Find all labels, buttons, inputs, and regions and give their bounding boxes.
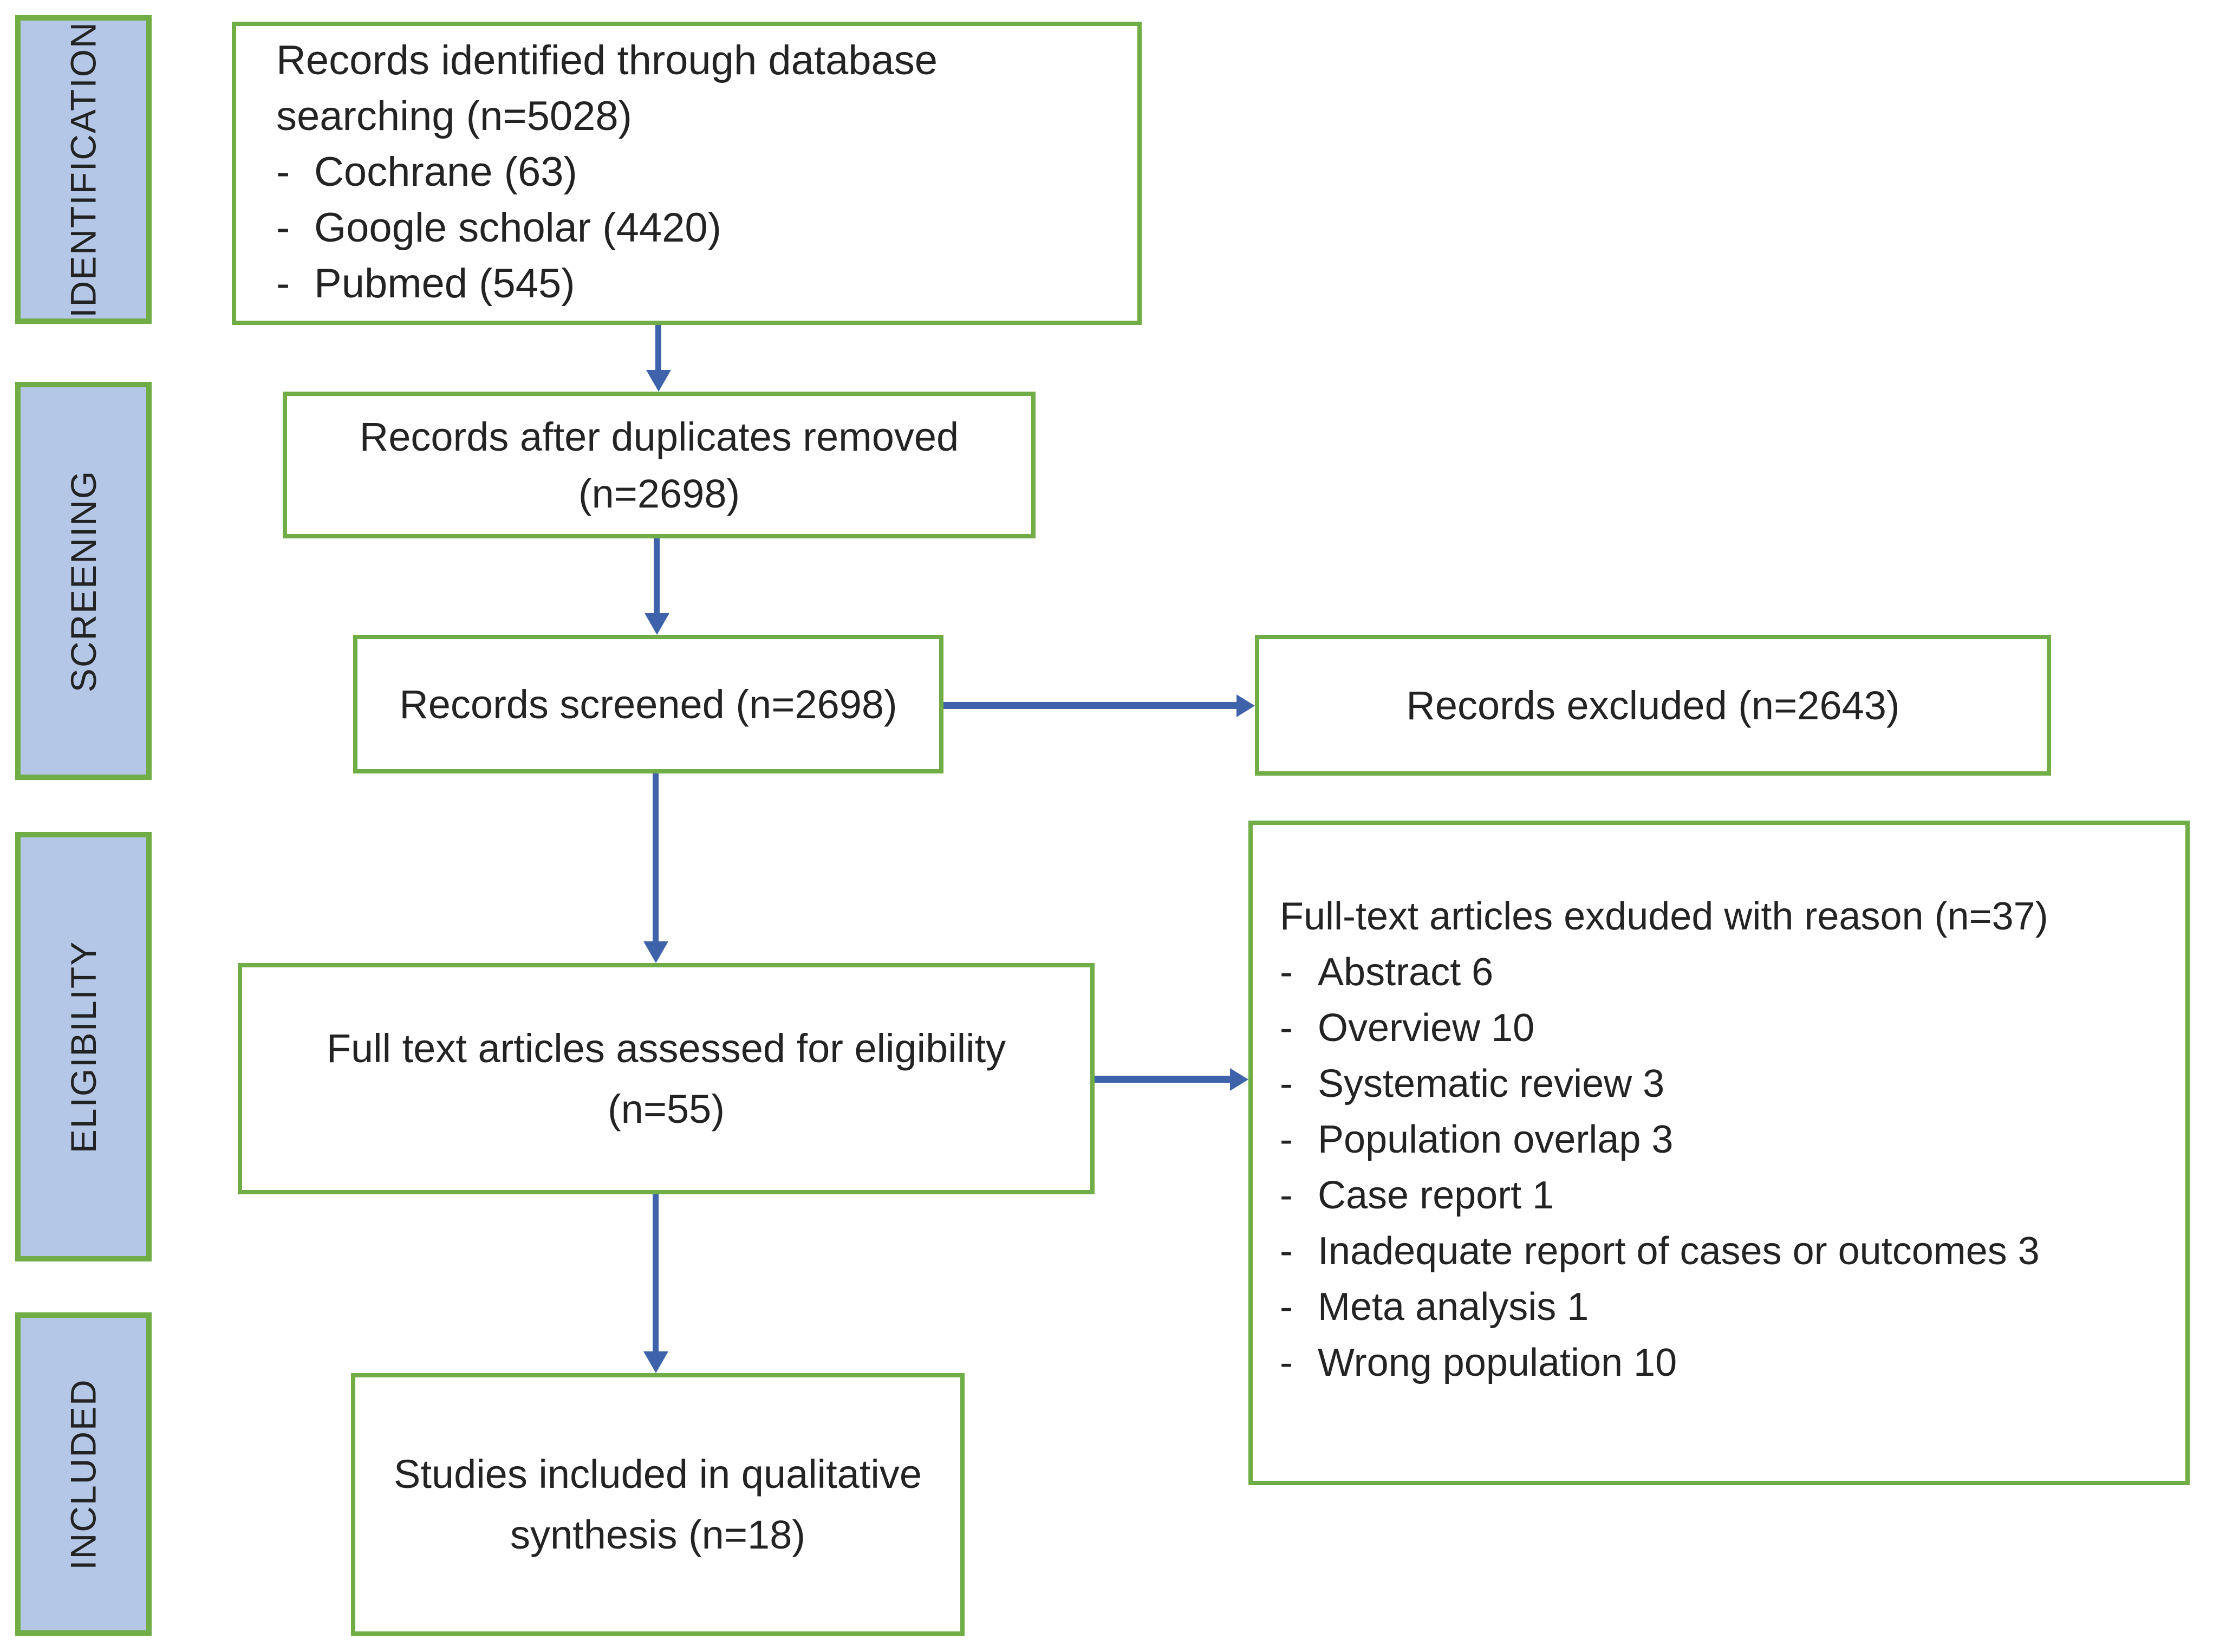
box-text-line: Full text articles assessed for eligibil…: [326, 1025, 1006, 1071]
arrow-identified-to-duplicates: [655, 325, 661, 370]
bullet-dash: -: [276, 149, 290, 195]
box-text-line: (n=2698): [578, 471, 740, 516]
arrow-fulltext-to-reasons: [1095, 1076, 1230, 1083]
bullet-text: Systematic review 3: [1318, 1062, 1665, 1105]
stage-identification-label: IDENTIFICATION: [63, 21, 103, 318]
box-text-line: Records identified through database: [276, 37, 938, 83]
stage-eligibility-label: ELIGIBILITY: [63, 940, 104, 1153]
bullet-dash: -: [1280, 951, 1293, 994]
bullet-dash: -: [276, 205, 290, 251]
bullet-text: Cochrane (63): [314, 149, 577, 195]
bullet-text: Case report 1: [1318, 1174, 1554, 1217]
bullet-dash: -: [1280, 1285, 1293, 1329]
box-text-line: Records excluded (n=2643): [1406, 682, 1900, 728]
bullet-dash: -: [1280, 1118, 1293, 1161]
stage-included: INCLUDED: [15, 1312, 152, 1636]
box-title-line: Full-text articles exduded with reason (…: [1280, 895, 2048, 938]
bullet-dash: -: [1280, 1341, 1293, 1384]
stage-screening: SCREENING: [15, 382, 152, 780]
box-fulltext-assessed: Full text articles assessed for eligibil…: [238, 963, 1095, 1194]
list-item: - Pubmed (545): [276, 256, 1121, 311]
box-studies-included: Studies included in qualitative synthesi…: [351, 1373, 965, 1636]
box-text-line: Records screened (n=2698): [399, 681, 897, 727]
stage-identification: IDENTIFICATION: [15, 15, 152, 324]
bullet-text: Meta analysis 1: [1318, 1285, 1589, 1329]
list-item: - Meta analysis 1: [1280, 1279, 2164, 1335]
box-duplicates-removed: Records after duplicates removed (n=2698…: [283, 392, 1036, 538]
bullet-text: Inadequate report of cases or outcomes 3: [1318, 1230, 2040, 1273]
box-records-excluded: Records excluded (n=2643): [1255, 635, 2051, 776]
list-item: - Systematic review 3: [1280, 1056, 2164, 1112]
bullet-text: Pubmed (545): [314, 261, 575, 307]
identified-sources-list: - Cochrane (63) - Google scholar (4420) …: [276, 144, 1121, 311]
list-item: - Google scholar (4420): [276, 200, 1121, 256]
box-text-line: synthesis (n=18): [510, 1512, 805, 1557]
arrow-duplicates-to-screened: [654, 538, 660, 613]
bullet-text: Overview 10: [1318, 1006, 1535, 1050]
list-item: - Wrong population 10: [1280, 1335, 2164, 1391]
bullet-text: Abstract 6: [1318, 951, 1494, 994]
bullet-text: Population overlap 3: [1318, 1118, 1674, 1161]
exclusion-reasons-list: - Abstract 6 - Overview 10 - Systematic …: [1280, 945, 2164, 1391]
list-item: - Cochrane (63): [276, 144, 1121, 200]
box-fulltext-excluded-reasons: Full-text articles exduded with reason (…: [1248, 821, 2190, 1485]
box-records-identified: Records identified through database sear…: [232, 22, 1142, 325]
bullet-text: Wrong population 10: [1318, 1341, 1677, 1384]
box-text-line: (n=55): [608, 1086, 725, 1131]
bullet-text: Google scholar (4420): [314, 205, 721, 251]
list-item: - Population overlap 3: [1280, 1112, 2164, 1168]
list-item: - Abstract 6: [1280, 945, 2164, 1000]
bullet-dash: -: [1280, 1230, 1293, 1273]
box-text-line: searching (n=5028): [276, 93, 632, 139]
arrow-screened-to-fulltext: [653, 773, 659, 941]
list-item: - Overview 10: [1280, 1000, 2164, 1056]
bullet-dash: -: [1280, 1062, 1293, 1105]
box-text-line: Records after duplicates removed: [359, 414, 959, 459]
arrow-fulltext-to-included: [653, 1194, 659, 1351]
stage-screening-label: SCREENING: [63, 470, 104, 692]
stage-eligibility: ELIGIBILITY: [15, 832, 152, 1261]
bullet-dash: -: [1280, 1174, 1293, 1217]
bullet-dash: -: [276, 261, 290, 307]
list-item: - Inadequate report of cases or outcomes…: [1280, 1224, 2164, 1279]
box-text-line: Studies included in qualitative: [394, 1451, 922, 1497]
bullet-dash: -: [1280, 1006, 1293, 1050]
list-item: - Case report 1: [1280, 1168, 2164, 1224]
box-records-screened: Records screened (n=2698): [353, 635, 943, 773]
stage-included-label: INCLUDED: [63, 1378, 104, 1570]
arrow-screened-to-excluded: [943, 702, 1236, 709]
